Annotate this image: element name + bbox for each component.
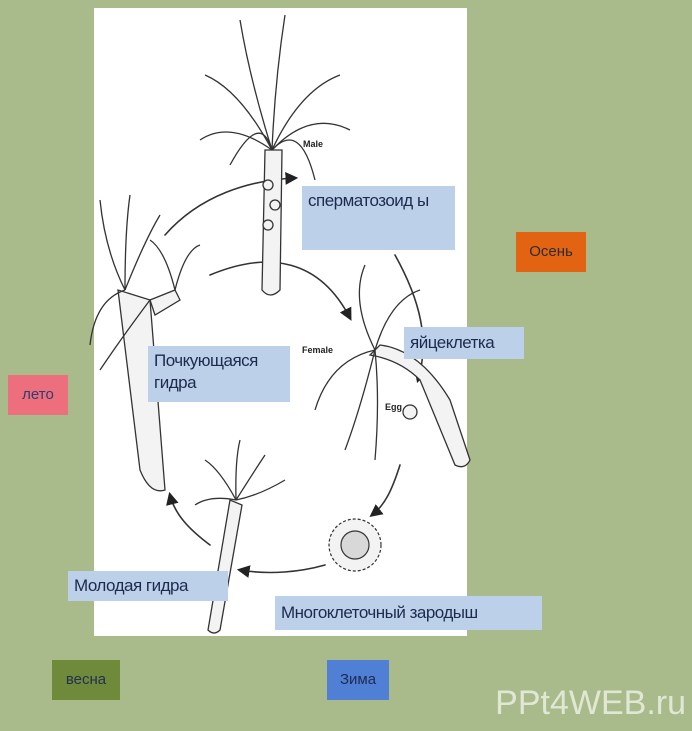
female-figure-label: Female (302, 345, 333, 355)
embryo-illustration (329, 519, 381, 571)
season-winter-badge: Зима (327, 660, 389, 700)
female-hydra (315, 265, 470, 467)
egg-figure-label: Egg (385, 402, 402, 412)
season-spring-badge: весна (52, 660, 120, 700)
egg-cell-label: яйцеклетка (404, 327, 524, 359)
sperm-label: сперматозоид ы (302, 186, 455, 250)
season-autumn-badge: Осень (516, 232, 586, 272)
cycle-arrow (170, 495, 210, 545)
male-hydra (200, 15, 350, 295)
season-summer-badge: лето (8, 375, 68, 415)
embryo-label: Многоклеточный зародыш (275, 596, 542, 630)
budding-hydra-label: Почкующаяся гидра (148, 346, 290, 402)
young-hydra-label: Молодая гидра (68, 571, 228, 601)
male-figure-label: Male (303, 139, 323, 149)
cycle-arrow (240, 565, 325, 572)
budding-hydra (90, 195, 200, 491)
watermark: PPt4WEB.ru (495, 684, 686, 723)
cycle-arrow (372, 465, 400, 515)
young-hydra (195, 440, 285, 633)
